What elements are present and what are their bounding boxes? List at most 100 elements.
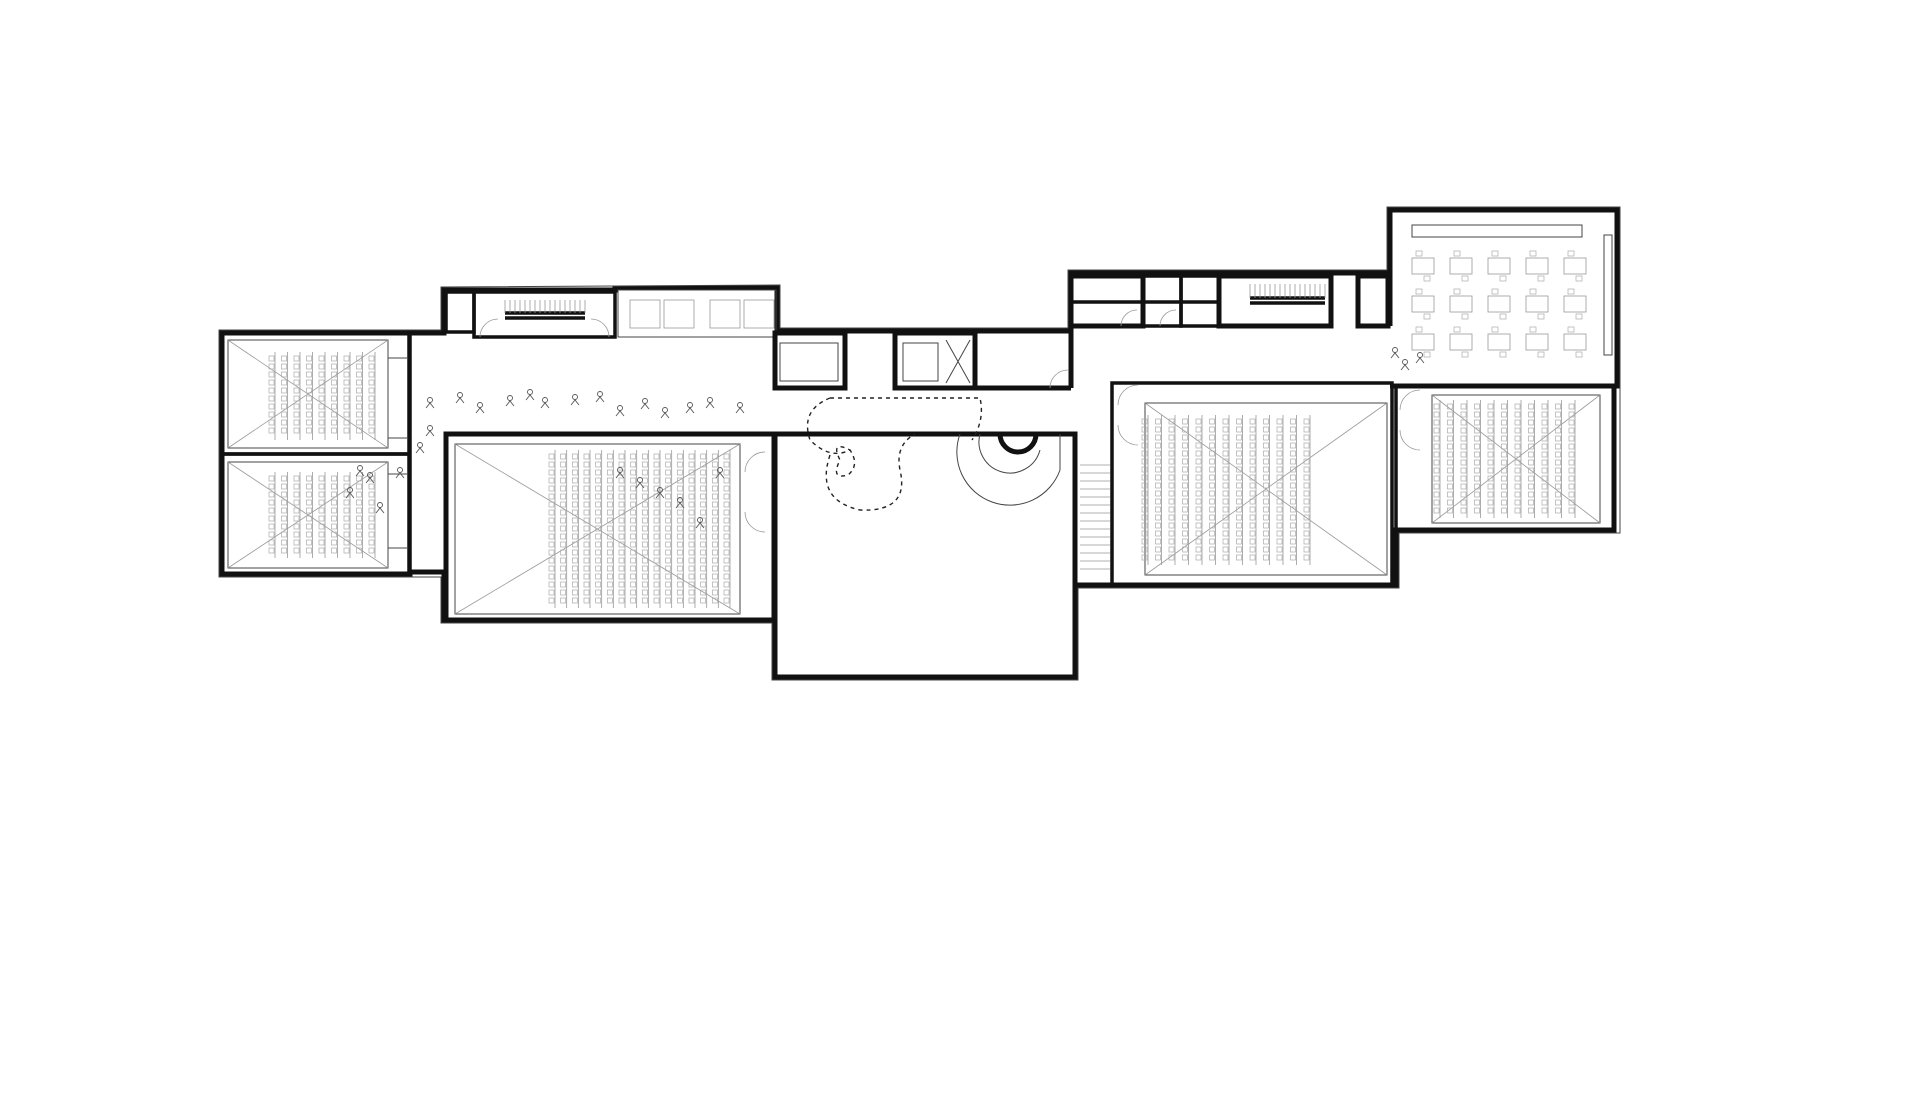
seat xyxy=(1209,418,1215,425)
seat xyxy=(306,395,312,402)
seat xyxy=(723,501,730,508)
seat xyxy=(595,501,602,508)
seat xyxy=(1447,451,1453,458)
seat xyxy=(595,589,602,596)
person-figure xyxy=(1400,364,1410,371)
seat xyxy=(343,403,350,410)
cafe-table xyxy=(1525,257,1549,275)
cinema-left-lower xyxy=(220,333,412,576)
seat xyxy=(1141,506,1148,513)
seat xyxy=(1541,403,1548,410)
seat xyxy=(641,501,648,508)
seat xyxy=(1528,411,1534,418)
seat xyxy=(318,379,325,386)
seat xyxy=(268,427,275,434)
seat xyxy=(630,461,637,468)
seat xyxy=(343,427,350,434)
seat xyxy=(318,531,325,538)
seat xyxy=(1236,450,1242,457)
seat xyxy=(641,533,648,540)
seat xyxy=(306,403,312,410)
seat xyxy=(653,549,660,556)
seat xyxy=(700,541,707,548)
seat xyxy=(630,549,637,556)
seat xyxy=(1433,411,1440,418)
seat xyxy=(688,509,695,516)
seat xyxy=(1290,506,1296,513)
seat xyxy=(281,531,287,538)
seat xyxy=(368,403,375,410)
seat xyxy=(1141,426,1148,433)
seat xyxy=(1263,442,1269,449)
seat xyxy=(641,485,648,492)
seat xyxy=(1303,490,1310,497)
seat xyxy=(723,509,730,516)
seat xyxy=(641,469,648,476)
seat xyxy=(665,589,672,596)
seat xyxy=(665,493,672,500)
seat xyxy=(1514,403,1521,410)
seat xyxy=(318,491,325,498)
seat xyxy=(700,589,707,596)
seat xyxy=(548,509,555,516)
seat xyxy=(1276,434,1283,441)
seat xyxy=(1303,466,1310,473)
seat xyxy=(1447,435,1453,442)
seat xyxy=(368,491,375,498)
cinema-left-upper xyxy=(220,331,411,456)
cafe-chair xyxy=(1491,250,1499,257)
seat xyxy=(1155,554,1161,561)
seat xyxy=(583,597,590,604)
seat xyxy=(653,453,660,460)
seat xyxy=(618,573,625,580)
seat xyxy=(1222,538,1229,545)
seat xyxy=(1433,483,1440,490)
seat xyxy=(1514,435,1521,442)
seat xyxy=(700,581,707,588)
seat xyxy=(1276,450,1283,457)
seat xyxy=(583,485,590,492)
seat xyxy=(1290,522,1296,529)
seat xyxy=(281,539,287,546)
seat xyxy=(630,597,637,604)
person-figure xyxy=(477,402,483,408)
seat xyxy=(268,379,275,386)
seat xyxy=(1290,442,1296,449)
cafe-table xyxy=(1525,295,1549,313)
seat xyxy=(1487,427,1494,434)
seat xyxy=(343,547,350,554)
seat xyxy=(1276,522,1283,529)
seat xyxy=(331,395,337,402)
seat xyxy=(688,597,695,604)
cafe-chair xyxy=(1499,351,1507,358)
seat xyxy=(1182,546,1188,553)
seat xyxy=(331,539,337,546)
seat xyxy=(1236,474,1242,481)
seat xyxy=(268,483,275,490)
seat xyxy=(281,483,287,490)
seat xyxy=(293,395,300,402)
seat xyxy=(665,533,672,540)
seat xyxy=(1168,418,1175,425)
person-figure xyxy=(427,397,433,403)
seat xyxy=(560,469,567,476)
toilets xyxy=(1068,273,1221,329)
seat xyxy=(1222,466,1229,473)
seat xyxy=(618,501,625,508)
seat xyxy=(281,419,287,426)
person-figure xyxy=(427,425,433,431)
seat xyxy=(1195,466,1202,473)
seat xyxy=(560,517,567,524)
seat xyxy=(595,581,602,588)
seat xyxy=(583,573,590,580)
seat xyxy=(1433,491,1440,498)
seat xyxy=(1460,451,1467,458)
seat xyxy=(281,427,287,434)
seat xyxy=(1222,530,1229,537)
seat xyxy=(1276,506,1283,513)
seat xyxy=(595,573,602,580)
seat xyxy=(723,525,730,532)
seat xyxy=(1474,427,1480,434)
seat xyxy=(548,557,555,564)
